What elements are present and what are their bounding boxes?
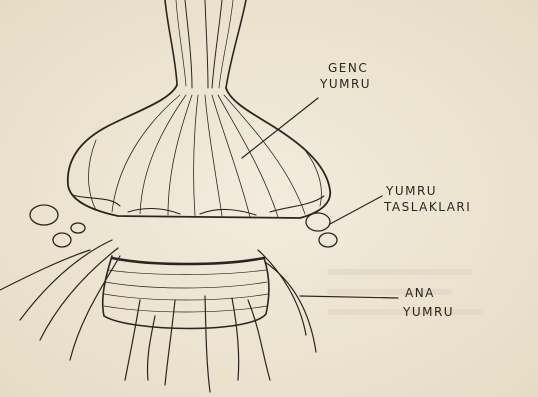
label-yumru-taslak: YUMRU (386, 185, 437, 198)
label-ana: ANA (405, 287, 435, 300)
label-yumru-genc: YUMRU (320, 78, 371, 91)
label-taslaklari: TASLAKLARI (384, 201, 471, 214)
label-yumru-ana: YUMRU (403, 306, 454, 319)
label-genc: GENC (328, 62, 368, 75)
